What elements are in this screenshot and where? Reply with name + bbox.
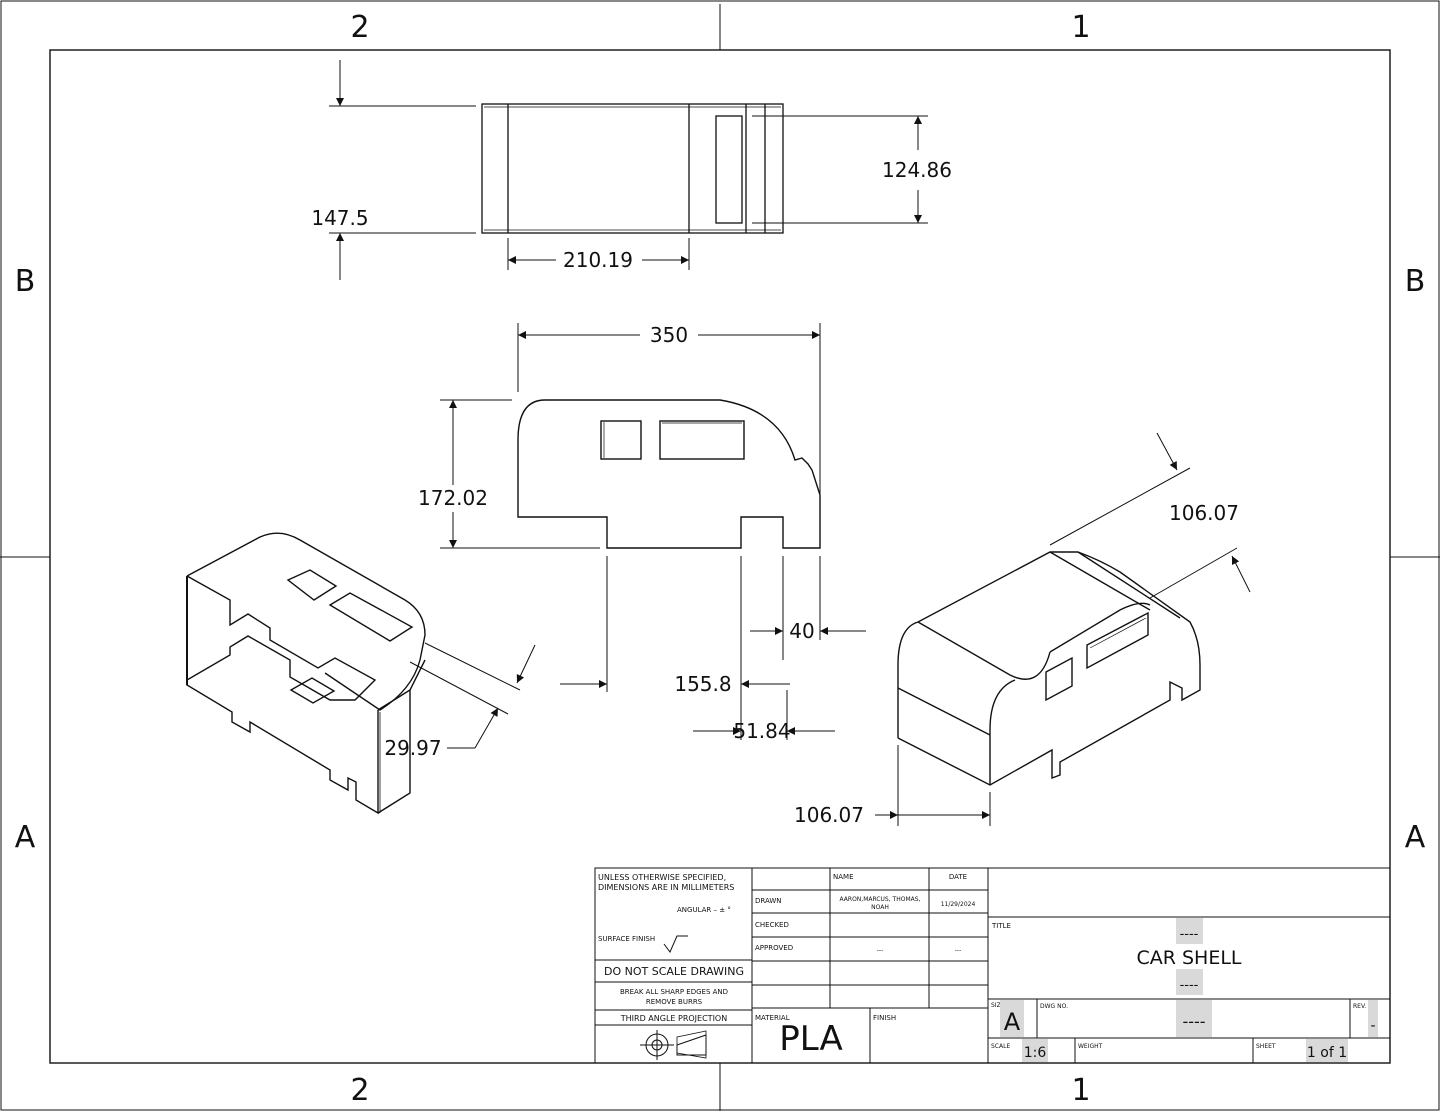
projection-label: THIRD ANGLE PROJECTION (620, 1014, 727, 1023)
third-angle-projection-icon (640, 1030, 707, 1060)
break-edges-note-line1: BREAK ALL SHARP EDGES AND (620, 988, 728, 996)
tolerance-note-line2: DIMENSIONS ARE IN MILLIMETERS (598, 883, 734, 892)
surface-finish-icon (663, 935, 688, 953)
dim-iso-right-depth-bottom: 106.07 (794, 803, 864, 827)
dim-iso-left-thickness: 29.97 (384, 736, 441, 760)
rev-label: REV. (1353, 1003, 1366, 1010)
zone-col-2-bottom: 2 (350, 1073, 369, 1108)
isometric-right-dimensions (875, 432, 1251, 826)
dim-top-view-length: 210.19 (563, 248, 633, 272)
do-not-scale-note: DO NOT SCALE DRAWING (604, 965, 744, 978)
dim-side-length: 350 (650, 323, 688, 347)
sheet-value: 1 of 1 (1307, 1045, 1347, 1061)
dim-iso-right-depth-top: 106.07 (1169, 501, 1239, 525)
drawn-date: 11/29/2024 (941, 901, 976, 908)
dim-top-view-window: 124.86 (882, 158, 952, 182)
zone-row-b-left: B (15, 264, 36, 299)
size-value: A (1004, 1008, 1021, 1036)
title-placeholder-bottom: ---- (1180, 978, 1199, 993)
isometric-view-left (186, 532, 426, 815)
dim-notch-width: 40 (789, 619, 814, 643)
rev-value: - (1370, 1018, 1375, 1034)
dim-top-view-height: 147.5 (311, 206, 368, 230)
drawing-title: CAR SHELL (1136, 947, 1241, 969)
material-label: MATERIAL (755, 1014, 790, 1022)
break-edges-note-line2: REMOVE BURRS (646, 998, 703, 1006)
side-view (517, 399, 821, 549)
dim-rear-offset: 155.8 (674, 672, 731, 696)
checked-label: CHECKED (755, 921, 789, 929)
drawn-name-line2: NOAH (871, 904, 889, 911)
top-view (481, 103, 784, 234)
date-header: DATE (949, 873, 967, 881)
zone-row-a-right: A (1405, 820, 1426, 855)
dwg-no-value: ---- (1182, 1012, 1205, 1031)
sheet-label: SHEET (1256, 1043, 1276, 1050)
zone-col-1-bottom: 1 (1071, 1073, 1090, 1108)
side-view-dimensions (440, 323, 866, 740)
dim-front-offset: 51.84 (733, 719, 790, 743)
title-block: UNLESS OTHERWISE SPECIFIED, DIMENSIONS A… (594, 867, 1391, 1064)
isometric-left-dimensions (409, 642, 536, 749)
dwg-no-label: DWG NO. (1040, 1003, 1068, 1010)
top-view-dimensions (329, 60, 928, 280)
isometric-view-right (897, 551, 1201, 786)
dim-side-height: 172.02 (418, 486, 488, 510)
zone-row-a-left: A (15, 820, 36, 855)
scale-value: 1:6 (1024, 1045, 1047, 1061)
title-label: TITLE (991, 922, 1011, 930)
approved-label: APPROVED (755, 944, 793, 952)
material-value: PLA (779, 1019, 842, 1059)
drawn-name-line1: AARON,MARCUS, THOMAS, (840, 896, 921, 903)
title-placeholder-top: ---- (1180, 927, 1199, 942)
angular-tolerance: ANGULAR – ± ° (677, 906, 731, 914)
tolerance-note-line1: UNLESS OTHERWISE SPECIFIED, (598, 873, 726, 882)
name-header: NAME (833, 873, 854, 881)
surface-finish-label: SURFACE FINISH (598, 935, 655, 943)
size-label: SIZE (991, 1002, 1005, 1009)
zone-col-2-top: 2 (350, 10, 369, 45)
drawn-label: DRAWN (755, 897, 782, 905)
weight-label: WEIGHT (1078, 1043, 1103, 1050)
scale-label: SCALE (991, 1043, 1010, 1050)
approved-date: --- (955, 947, 962, 954)
zone-col-1-top: 1 (1071, 10, 1090, 45)
zone-row-b-right: B (1405, 264, 1426, 299)
finish-label: FINISH (873, 1014, 896, 1022)
approved-name: --- (877, 947, 884, 954)
zone-labels: 2 1 2 1 B B A A (15, 10, 1426, 1108)
